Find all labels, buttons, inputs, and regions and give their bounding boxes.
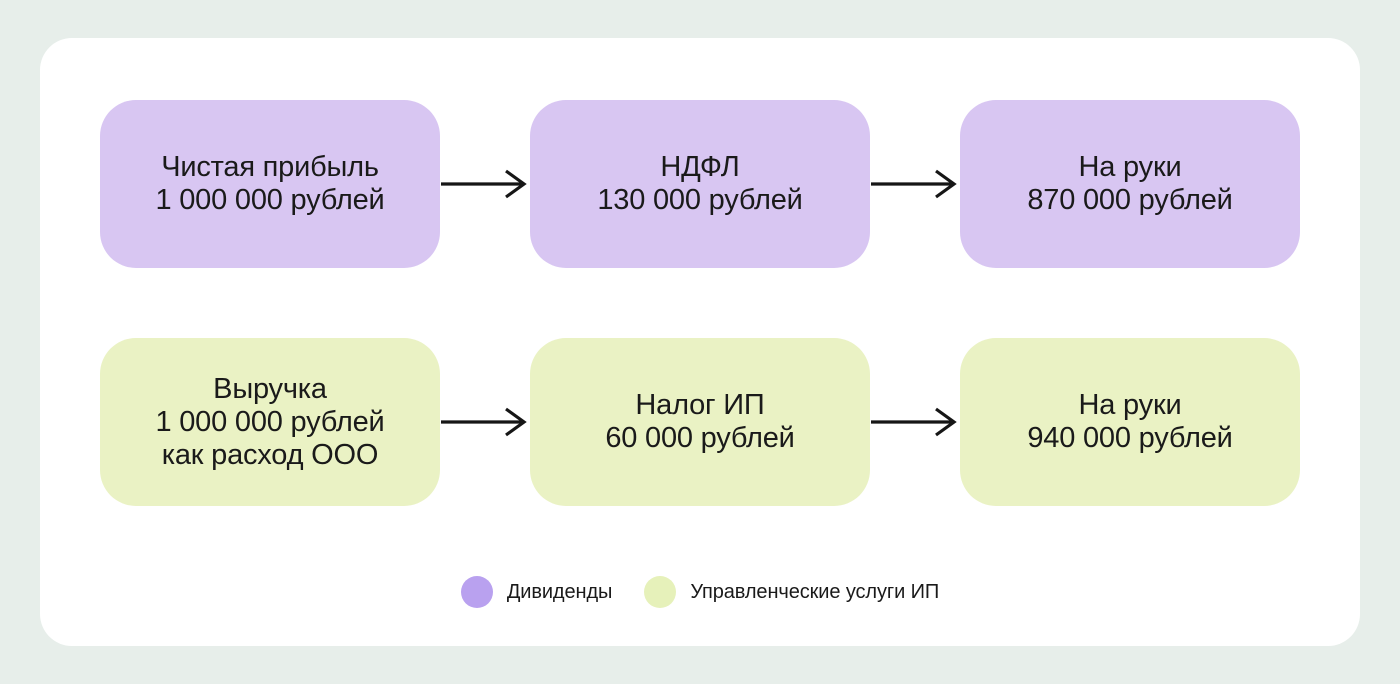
flow-box-takehome-dividends: На руки 870 000 рублей <box>960 100 1300 268</box>
legend-label: Дивиденды <box>506 580 613 603</box>
flow-box-ndfl: НДФЛ 130 000 рублей <box>530 100 870 268</box>
flow-box-line: 940 000 рублей <box>1027 422 1233 454</box>
flow-box-line: Выручка <box>213 372 327 405</box>
flow-box-line: 1 000 000 рублей <box>155 184 385 216</box>
flow-box-line: 1 000 000 рублей <box>155 405 385 438</box>
legend: Дивиденды Управленческие услуги ИП <box>100 576 1300 608</box>
arrow-right-icon <box>440 168 530 200</box>
flow-box-line: На руки <box>1078 151 1182 183</box>
flow-box-line: 60 000 рублей <box>605 422 795 454</box>
flow-box-ip-tax: Налог ИП 60 000 рублей <box>530 338 870 506</box>
flow-box-line: Чистая прибыль <box>161 151 379 183</box>
flow-row-ip-services: Выручка 1 000 000 рублей как расход ООО … <box>100 338 1300 506</box>
flow-box-net-profit: Чистая прибыль 1 000 000 рублей <box>100 100 440 268</box>
flow-row-dividends: Чистая прибыль 1 000 000 рублей НДФЛ 130… <box>100 100 1300 268</box>
flow-box-revenue: Выручка 1 000 000 рублей как расход ООО <box>100 338 440 506</box>
legend-dot-dividends <box>460 576 493 608</box>
flow-box-line: 130 000 рублей <box>597 184 803 216</box>
flow-box-line: Налог ИП <box>635 389 765 421</box>
arrow-right-icon <box>440 406 530 438</box>
flow-box-line: как расход ООО <box>161 438 379 471</box>
flow-box-line: 870 000 рублей <box>1027 184 1233 216</box>
arrow-right-icon <box>870 168 960 200</box>
arrow-right-icon <box>870 406 960 438</box>
flow-box-line: НДФЛ <box>660 151 740 183</box>
flow-box-line: На руки <box>1078 389 1182 421</box>
flow-box-takehome-ip: На руки 940 000 рублей <box>960 338 1300 506</box>
legend-dot-ip-services <box>644 576 677 608</box>
legend-item-dividends: Дивиденды <box>460 576 613 608</box>
legend-item-ip-services: Управленческие услуги ИП <box>644 576 939 608</box>
diagram-card: Чистая прибыль 1 000 000 рублей НДФЛ 130… <box>40 38 1360 646</box>
legend-label: Управленческие услуги ИП <box>690 580 940 603</box>
